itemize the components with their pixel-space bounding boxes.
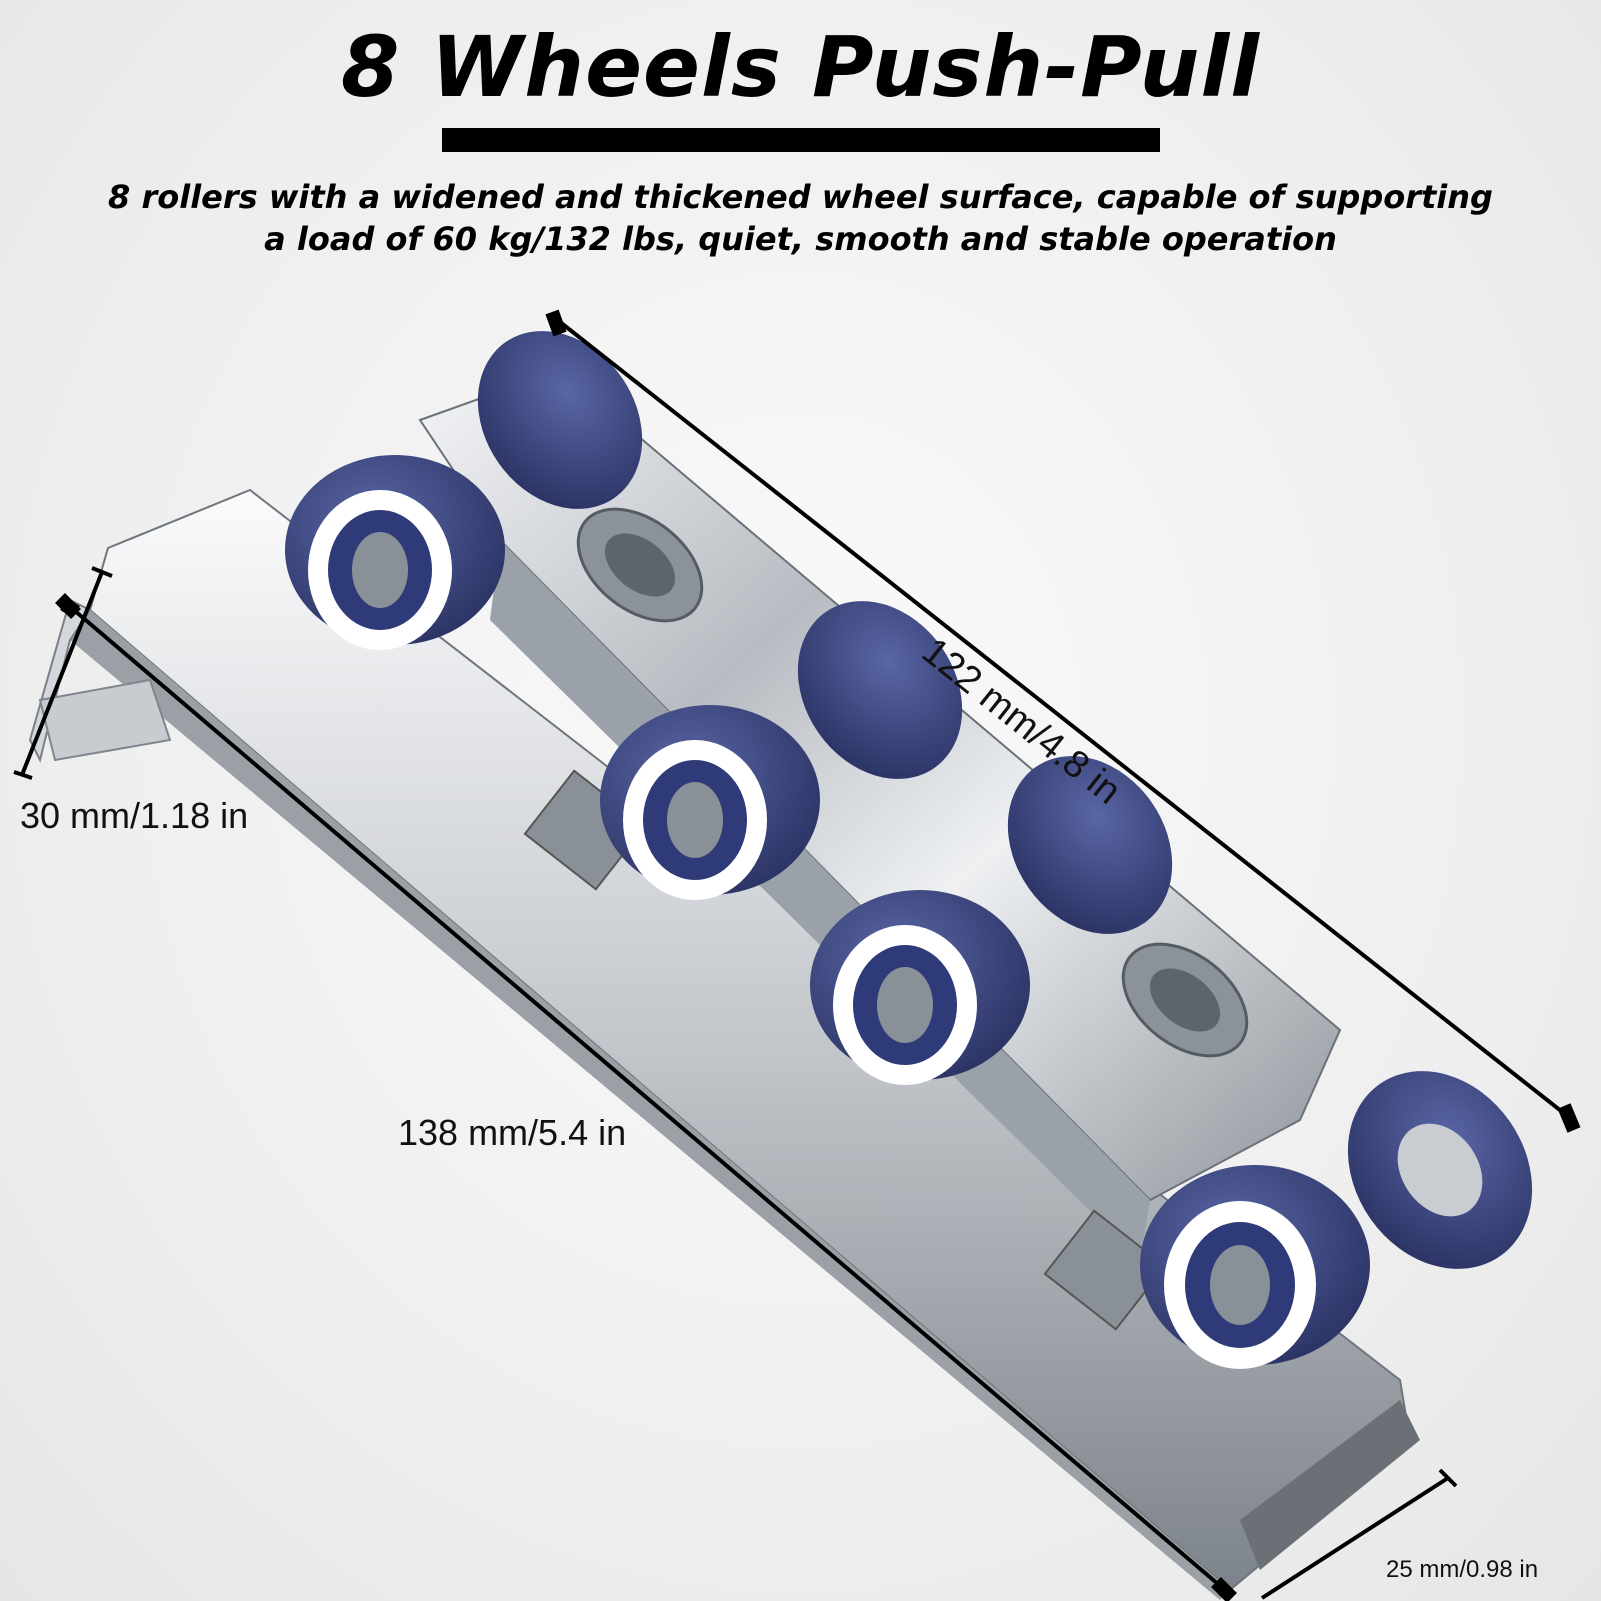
page-title: 8 Wheels Push-Pull: [340, 18, 1261, 116]
description-line-1: 8 rollers with a widened and thickened w…: [108, 178, 1493, 216]
dimension-line-25: [1260, 1468, 1458, 1600]
dimension-line-122: [545, 309, 1581, 1133]
back-wheels: [477, 331, 1533, 1269]
front-wheel-3: [810, 890, 1030, 1085]
dimension-label-width: 25 mm/0.98 in: [1386, 1556, 1539, 1583]
dimension-label-height: 30 mm/1.18 in: [20, 795, 249, 836]
product-description: 8 rollers with a widened and thickened w…: [0, 176, 1601, 260]
front-wheel-4: [1140, 1165, 1370, 1369]
title-underline: [442, 128, 1160, 152]
front-wheel-1: [285, 455, 505, 650]
front-wheel-2: [600, 705, 820, 900]
base-rail: [28, 488, 1420, 1600]
description-line-2: a load of 60 kg/132 lbs, quiet, smooth a…: [264, 220, 1337, 258]
dimension-line-138: [55, 593, 1237, 1601]
dimension-label-length-bottom: 138 mm/5.4 in: [398, 1112, 627, 1153]
